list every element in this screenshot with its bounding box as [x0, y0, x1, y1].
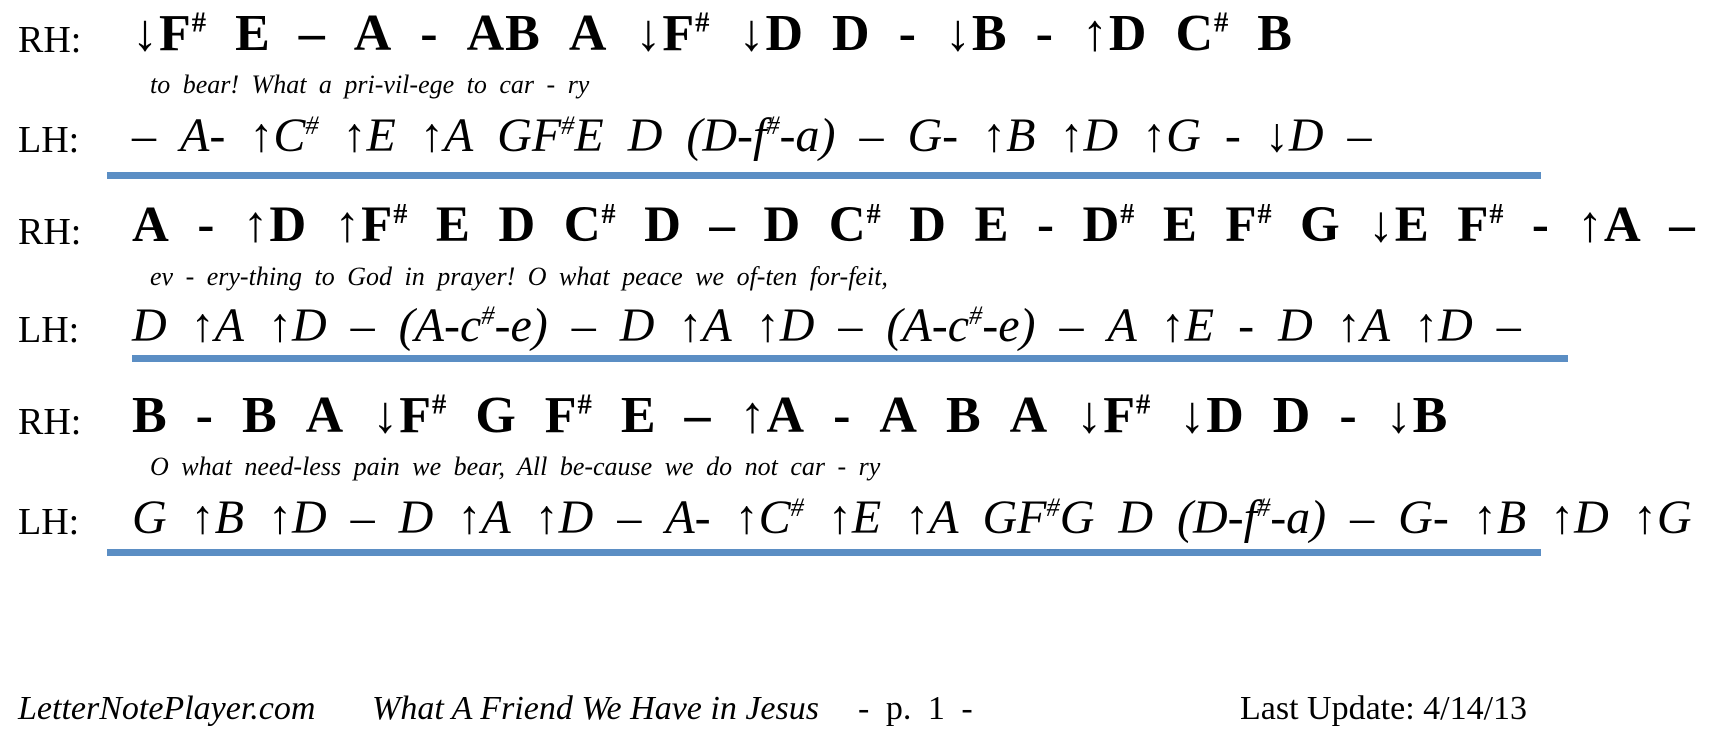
- footer-updated: Last Update: 4/14/13: [1240, 690, 1528, 727]
- lh-label-3: LH:: [18, 501, 80, 543]
- rh-label-2: RH:: [18, 211, 82, 253]
- lh-notes-3: G ↑B ↑D – D ↑A ↑D – A- ↑C# ↑E ↑A GF#G D …: [132, 491, 1692, 544]
- system-divider-2: [132, 355, 1568, 362]
- lh-notes-2: D ↑A ↑D – (A-c#-e) – D ↑A ↑D – (A-c#-e) …: [132, 299, 1521, 352]
- footer-title: What A Friend We Have in Jesus: [372, 690, 819, 727]
- lh-notes-1: – A- ↑C# ↑E ↑A GF#E D (D-f#-a) – G- ↑B ↑…: [132, 109, 1372, 162]
- system-divider-3: [107, 549, 1541, 556]
- footer-page: - p. 1 -: [858, 690, 973, 727]
- rh-label-3: RH:: [18, 401, 82, 443]
- rh-notes-1: ↓F# E – A - AB A ↓F# ↓D D - ↓B - ↑D C# B: [132, 5, 1293, 62]
- lh-label-1: LH:: [18, 119, 80, 161]
- lyrics-3: O what need-less pain we bear, All be-ca…: [150, 452, 881, 481]
- rh-notes-2: A - ↑D ↑F# E D C# D – D C# D E - D# E F#…: [132, 197, 1696, 253]
- footer-site: LetterNotePlayer.com: [18, 690, 316, 727]
- rh-notes-3: B - B A ↓F# G F# E – ↑A - A B A ↓F# ↓D D…: [132, 387, 1449, 444]
- system-divider-1: [107, 172, 1541, 179]
- lyrics-2: ev - ery-thing to God in prayer! O what …: [150, 262, 888, 291]
- lh-label-2: LH:: [18, 309, 80, 351]
- lyrics-1: to bear! What a pri-vil-ege to car - ry: [150, 70, 590, 99]
- rh-label-1: RH:: [18, 19, 82, 61]
